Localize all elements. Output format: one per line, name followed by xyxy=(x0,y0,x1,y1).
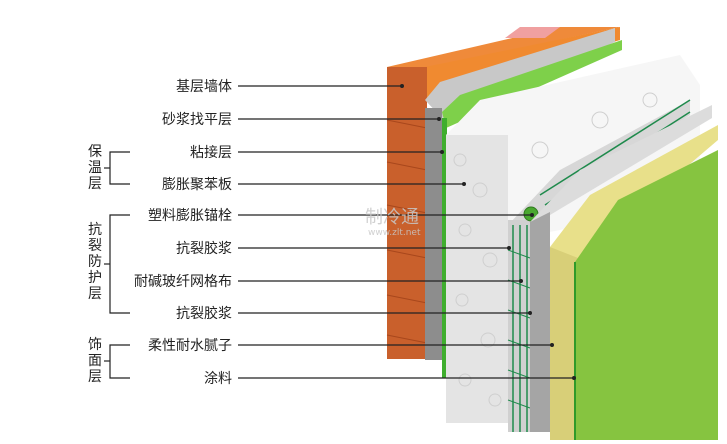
label-paint: 涂料 xyxy=(204,371,232,387)
label-adhesive: 粘接层 xyxy=(190,145,232,161)
crack-mortar-front xyxy=(530,212,550,432)
brick-top-pink xyxy=(505,27,560,38)
watermark: 制冷通 xyxy=(365,207,419,228)
label-anti-crack-mortar-1: 抗裂胶浆 xyxy=(176,241,232,257)
brick-front xyxy=(387,67,427,359)
label-anti-crack-mortar-2: 抗裂胶浆 xyxy=(176,306,232,322)
watermark-url: www.zlt.net xyxy=(368,228,421,238)
group-insulation: 保温层 xyxy=(88,144,102,192)
paint-face xyxy=(575,150,718,440)
group-anti-crack: 抗裂防护层 xyxy=(88,222,102,302)
mortar-front xyxy=(425,108,442,360)
label-anchor: 塑料膨胀锚栓 xyxy=(148,208,232,224)
label-putty: 柔性耐水腻子 xyxy=(148,338,232,354)
brick-top xyxy=(387,27,620,67)
crack-mortar-top xyxy=(530,105,712,222)
group-brackets xyxy=(104,151,130,379)
group-finish: 饰面层 xyxy=(88,337,102,385)
label-mesh: 耐碱玻纤网格布 xyxy=(134,274,232,290)
eps-front xyxy=(446,135,508,423)
label-eps-board: 膨胀聚苯板 xyxy=(162,177,232,193)
label-base-wall: 基层墙体 xyxy=(176,79,232,95)
putty-front xyxy=(550,247,578,440)
leader-lines xyxy=(238,85,574,379)
label-leveling-mortar: 砂浆找平层 xyxy=(162,112,232,128)
